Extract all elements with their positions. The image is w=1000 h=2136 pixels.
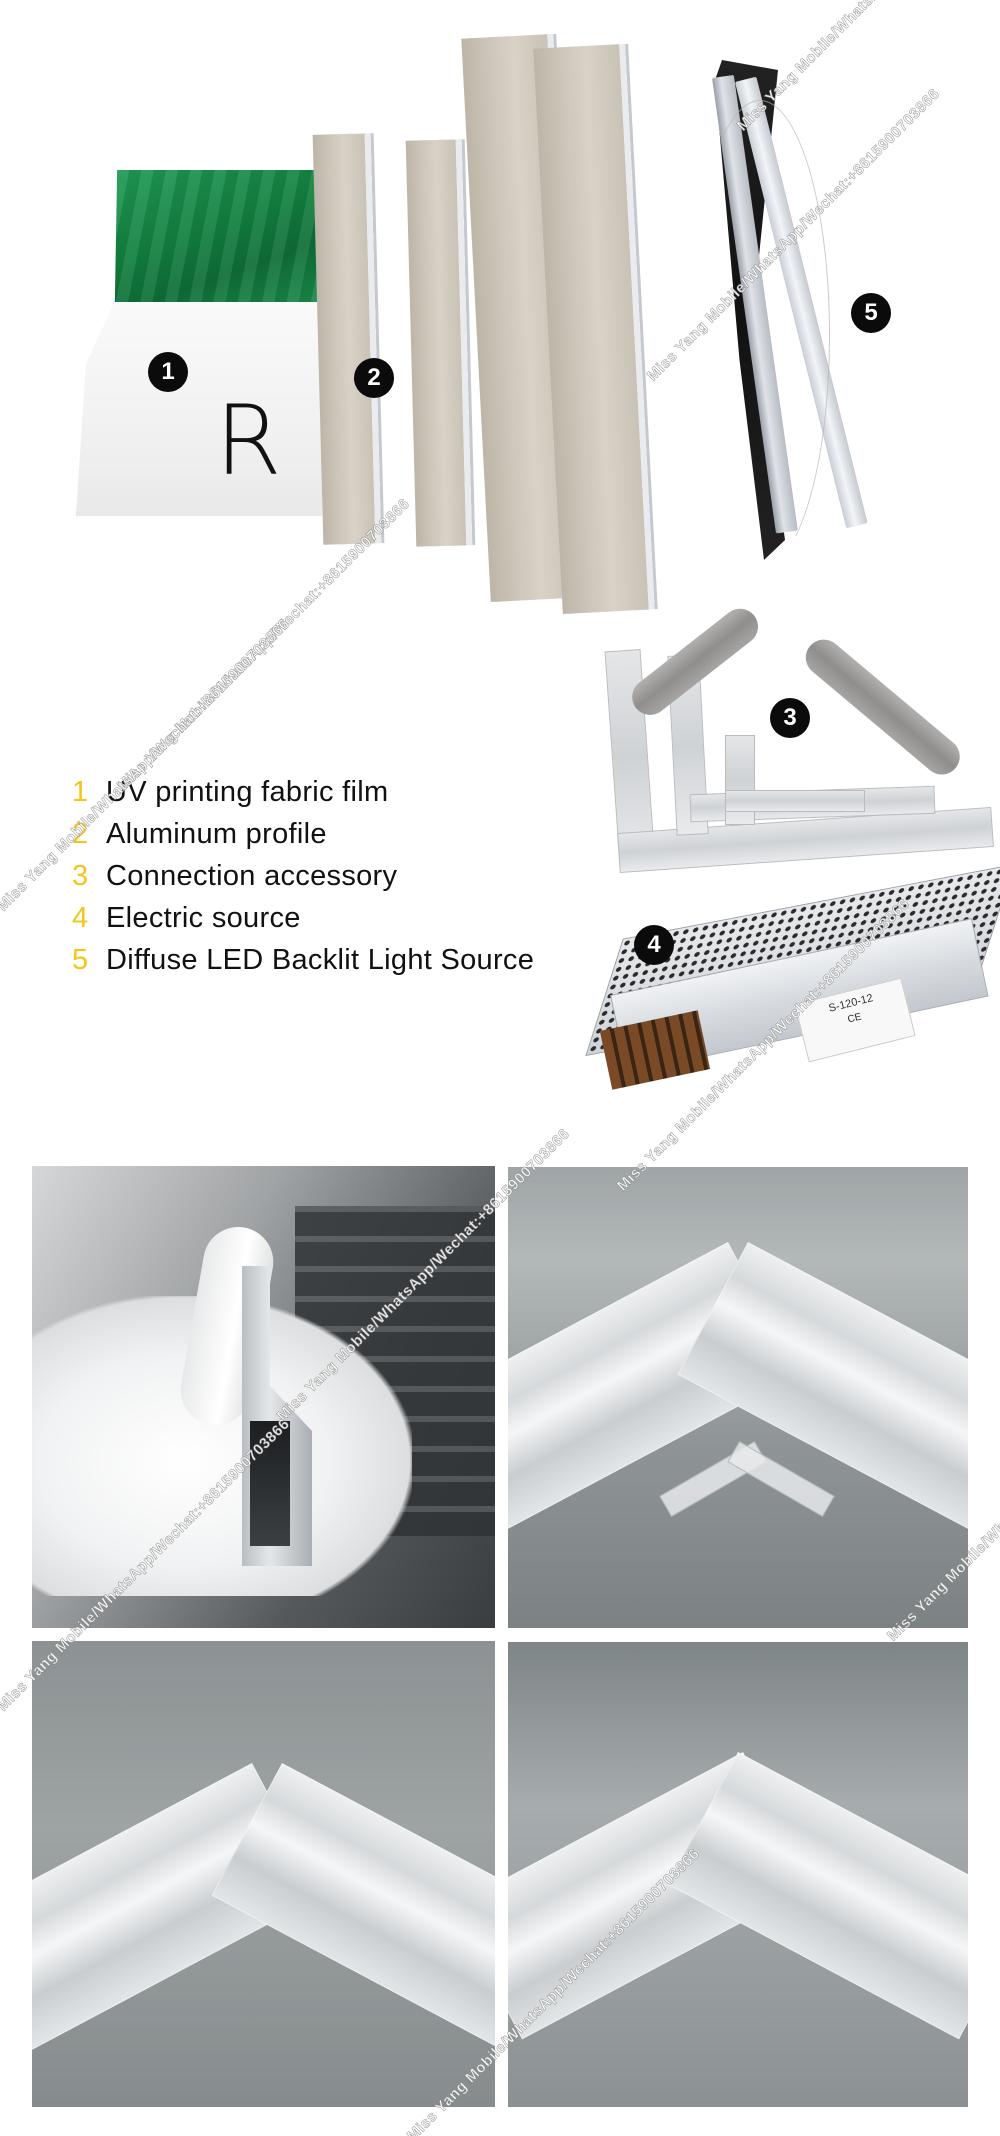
badge-1: 1 [148,352,188,392]
badge-4: 4 [634,925,674,965]
aluminum-profile-bar [312,133,382,545]
corner-bracket [727,1441,835,1517]
legend-number: 1 [72,776,89,808]
led-cable [690,100,830,570]
legend-number: 5 [72,944,89,976]
fabric-print-letter: R [215,385,282,497]
photo-frame-corner-assembled [508,1642,968,2107]
badge-5: 5 [851,293,891,333]
badge-2: 2 [354,358,394,398]
legend-item: 3 Connection accessory [70,860,630,902]
legend-label: Diffuse LED Backlit Light Source [106,944,535,976]
photo-profile-cross-section [32,1166,495,1628]
photo-frame-corner-open [32,1641,495,2107]
legend-label: Connection accessory [106,860,398,892]
badge-3: 3 [770,698,810,738]
legend-label: UV printing fabric film [106,776,389,808]
angle-bracket-arm [798,632,968,782]
fabric-film-green-wrap [114,170,324,302]
aluminum-profile-bar [405,139,473,547]
legend-number: 4 [72,902,89,934]
flat-bracket-plate [725,790,865,812]
legend-item: 4 Electric source [70,902,630,944]
legend-item: 2 Aluminum profile [70,818,630,860]
fabric-film-bag [76,300,322,516]
legend-label: Electric source [106,902,301,934]
legend-number: 3 [72,860,89,892]
profile-cavity [250,1421,290,1546]
photo-frame-corner-bracket [508,1167,968,1628]
legend-number: 2 [72,818,89,850]
components-legend: 1 UV printing fabric film 2 Aluminum pro… [70,776,630,986]
legend-label: Aluminum profile [106,818,327,850]
legend-item: 1 UV printing fabric film [70,776,630,818]
legend-item: 5 Diffuse LED Backlit Light Source [70,944,630,986]
